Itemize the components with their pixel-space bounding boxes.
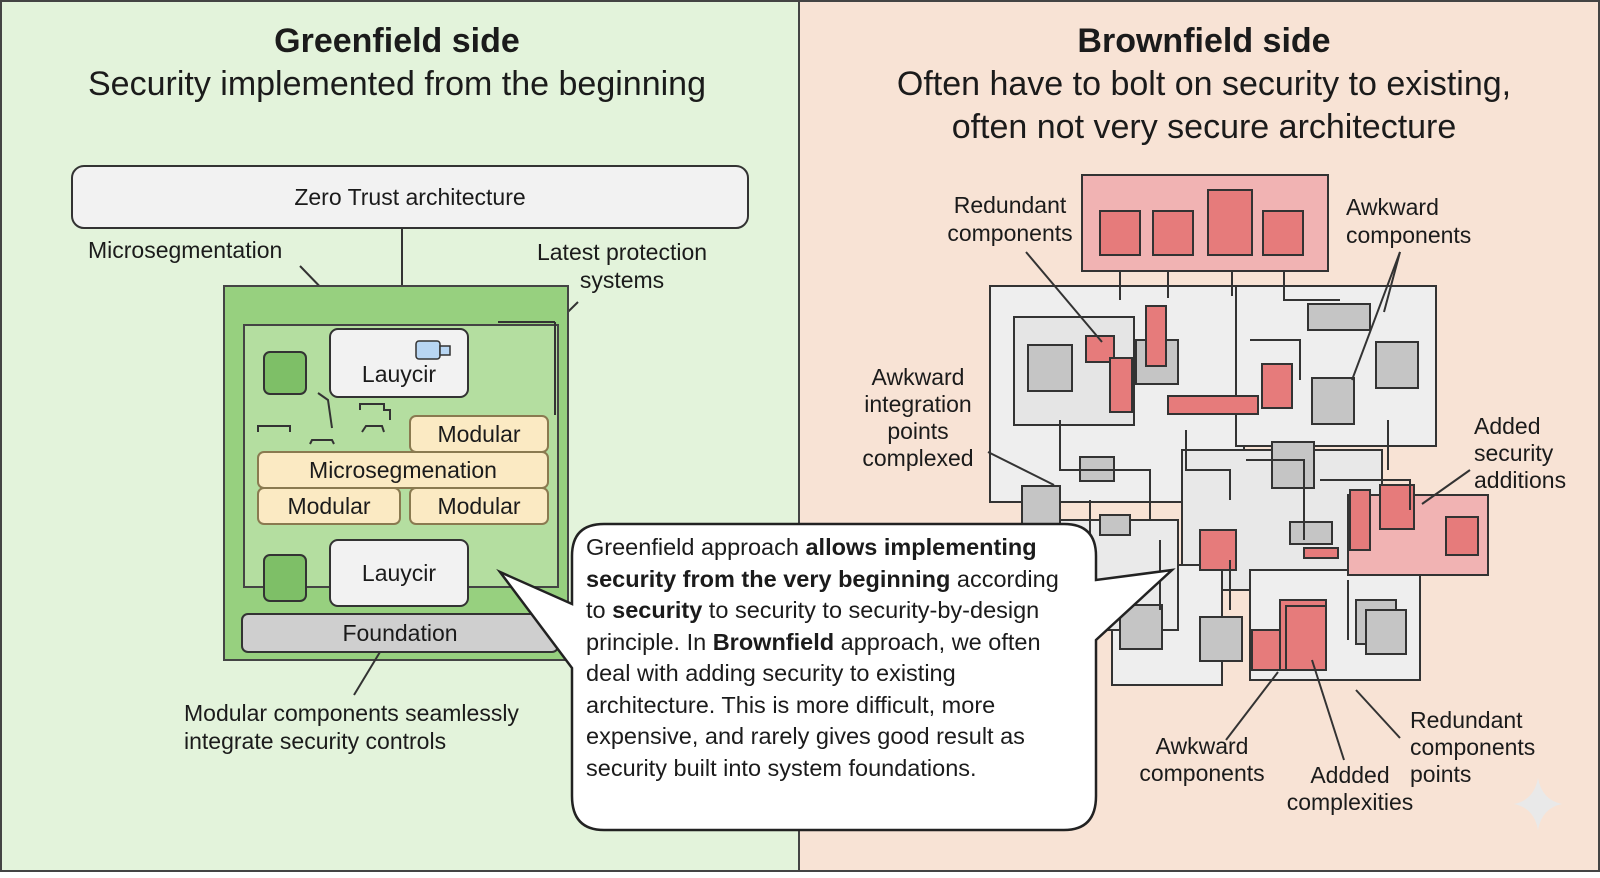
redundant-components-label-1: Redundant [954, 192, 1067, 218]
awkward-integration-label-4: complexed [862, 445, 973, 471]
modular-right-box [409, 487, 549, 525]
callout-text-1: Greenfield approach [586, 534, 806, 560]
redundant-components-label-2: components [947, 220, 1072, 246]
redundant-points-label-3: points [1410, 761, 1471, 787]
device-icon [415, 340, 441, 360]
greenfield-caption-2: integrate security controls [184, 728, 446, 754]
added-security-label-3: additions [1474, 467, 1566, 493]
callout-text-6: Brownfield [712, 628, 835, 655]
zero-trust-label: Zero Trust architecture [294, 184, 525, 210]
added-complexities-label-1: Addded [1310, 762, 1389, 788]
callout-bubble [496, 522, 1176, 832]
modular-left-label: Modular [287, 493, 370, 519]
latest-protection-label-1: Latest protection [537, 239, 707, 265]
latest-protection-label-2: systems [580, 267, 664, 293]
brownfield-subtitle-2: often not very secure architecture [952, 108, 1457, 146]
callout-text-7: approach, we often deal with adding secu… [586, 628, 1041, 781]
modular-left-box [257, 487, 401, 525]
added-complexities-label-2: complexities [1287, 789, 1414, 815]
awkward-components-bottom-label-2: components [1139, 760, 1264, 786]
microsegmentation-label: Microsegmentation [88, 237, 282, 263]
greenfield-caption-1: Modular components seamlessly [184, 700, 519, 726]
microsegmenation-bar [257, 451, 549, 489]
greenfield-subtitle: Security implemented from the beginning [88, 65, 706, 103]
redundant-points-label-1: Redundant [1410, 707, 1523, 733]
awkward-integration-label-2: integration [864, 391, 971, 417]
greenfield-title: Greenfield side [274, 22, 520, 60]
added-security-label-1: Added [1474, 413, 1541, 439]
sparkle-icon [1514, 778, 1562, 830]
callout-text-3: according to [586, 565, 1059, 624]
microsegmenation-label: Microsegmenation [309, 457, 497, 483]
awkward-integration-label-3: points [887, 418, 948, 444]
zero-trust-bar [71, 165, 749, 229]
awkward-components-top-label-2: components [1346, 222, 1471, 248]
brownfield-subtitle-1: Often have to bolt on security to existi… [897, 65, 1511, 103]
modular-right-label: Modular [437, 493, 520, 519]
awkward-integration-label-1: Awkward [872, 364, 965, 390]
added-security-label-2: security [1474, 440, 1554, 466]
callout-text: Greenfield approach allows implementing … [586, 532, 1066, 784]
foundation-label: Foundation [342, 620, 457, 646]
callout-text-5: to security to security-by-design princi… [586, 597, 1040, 655]
awkward-components-bottom-label-1: Awkward [1156, 733, 1249, 759]
brownfield-title: Brownfield side [1077, 22, 1330, 60]
callout-text-4: security [612, 597, 703, 623]
redundant-points-label-2: components [1410, 734, 1535, 760]
lauycir-bottom-label: Lauycir [362, 560, 436, 586]
modular-top-label: Modular [437, 421, 520, 447]
callout-text-2: allows implementing security from the ve… [586, 534, 1037, 592]
lauycir-top-label: Lauycir [362, 361, 436, 387]
lauycir-bottom-box [329, 539, 469, 607]
awkward-components-top-label-1: Awkward [1346, 194, 1439, 220]
